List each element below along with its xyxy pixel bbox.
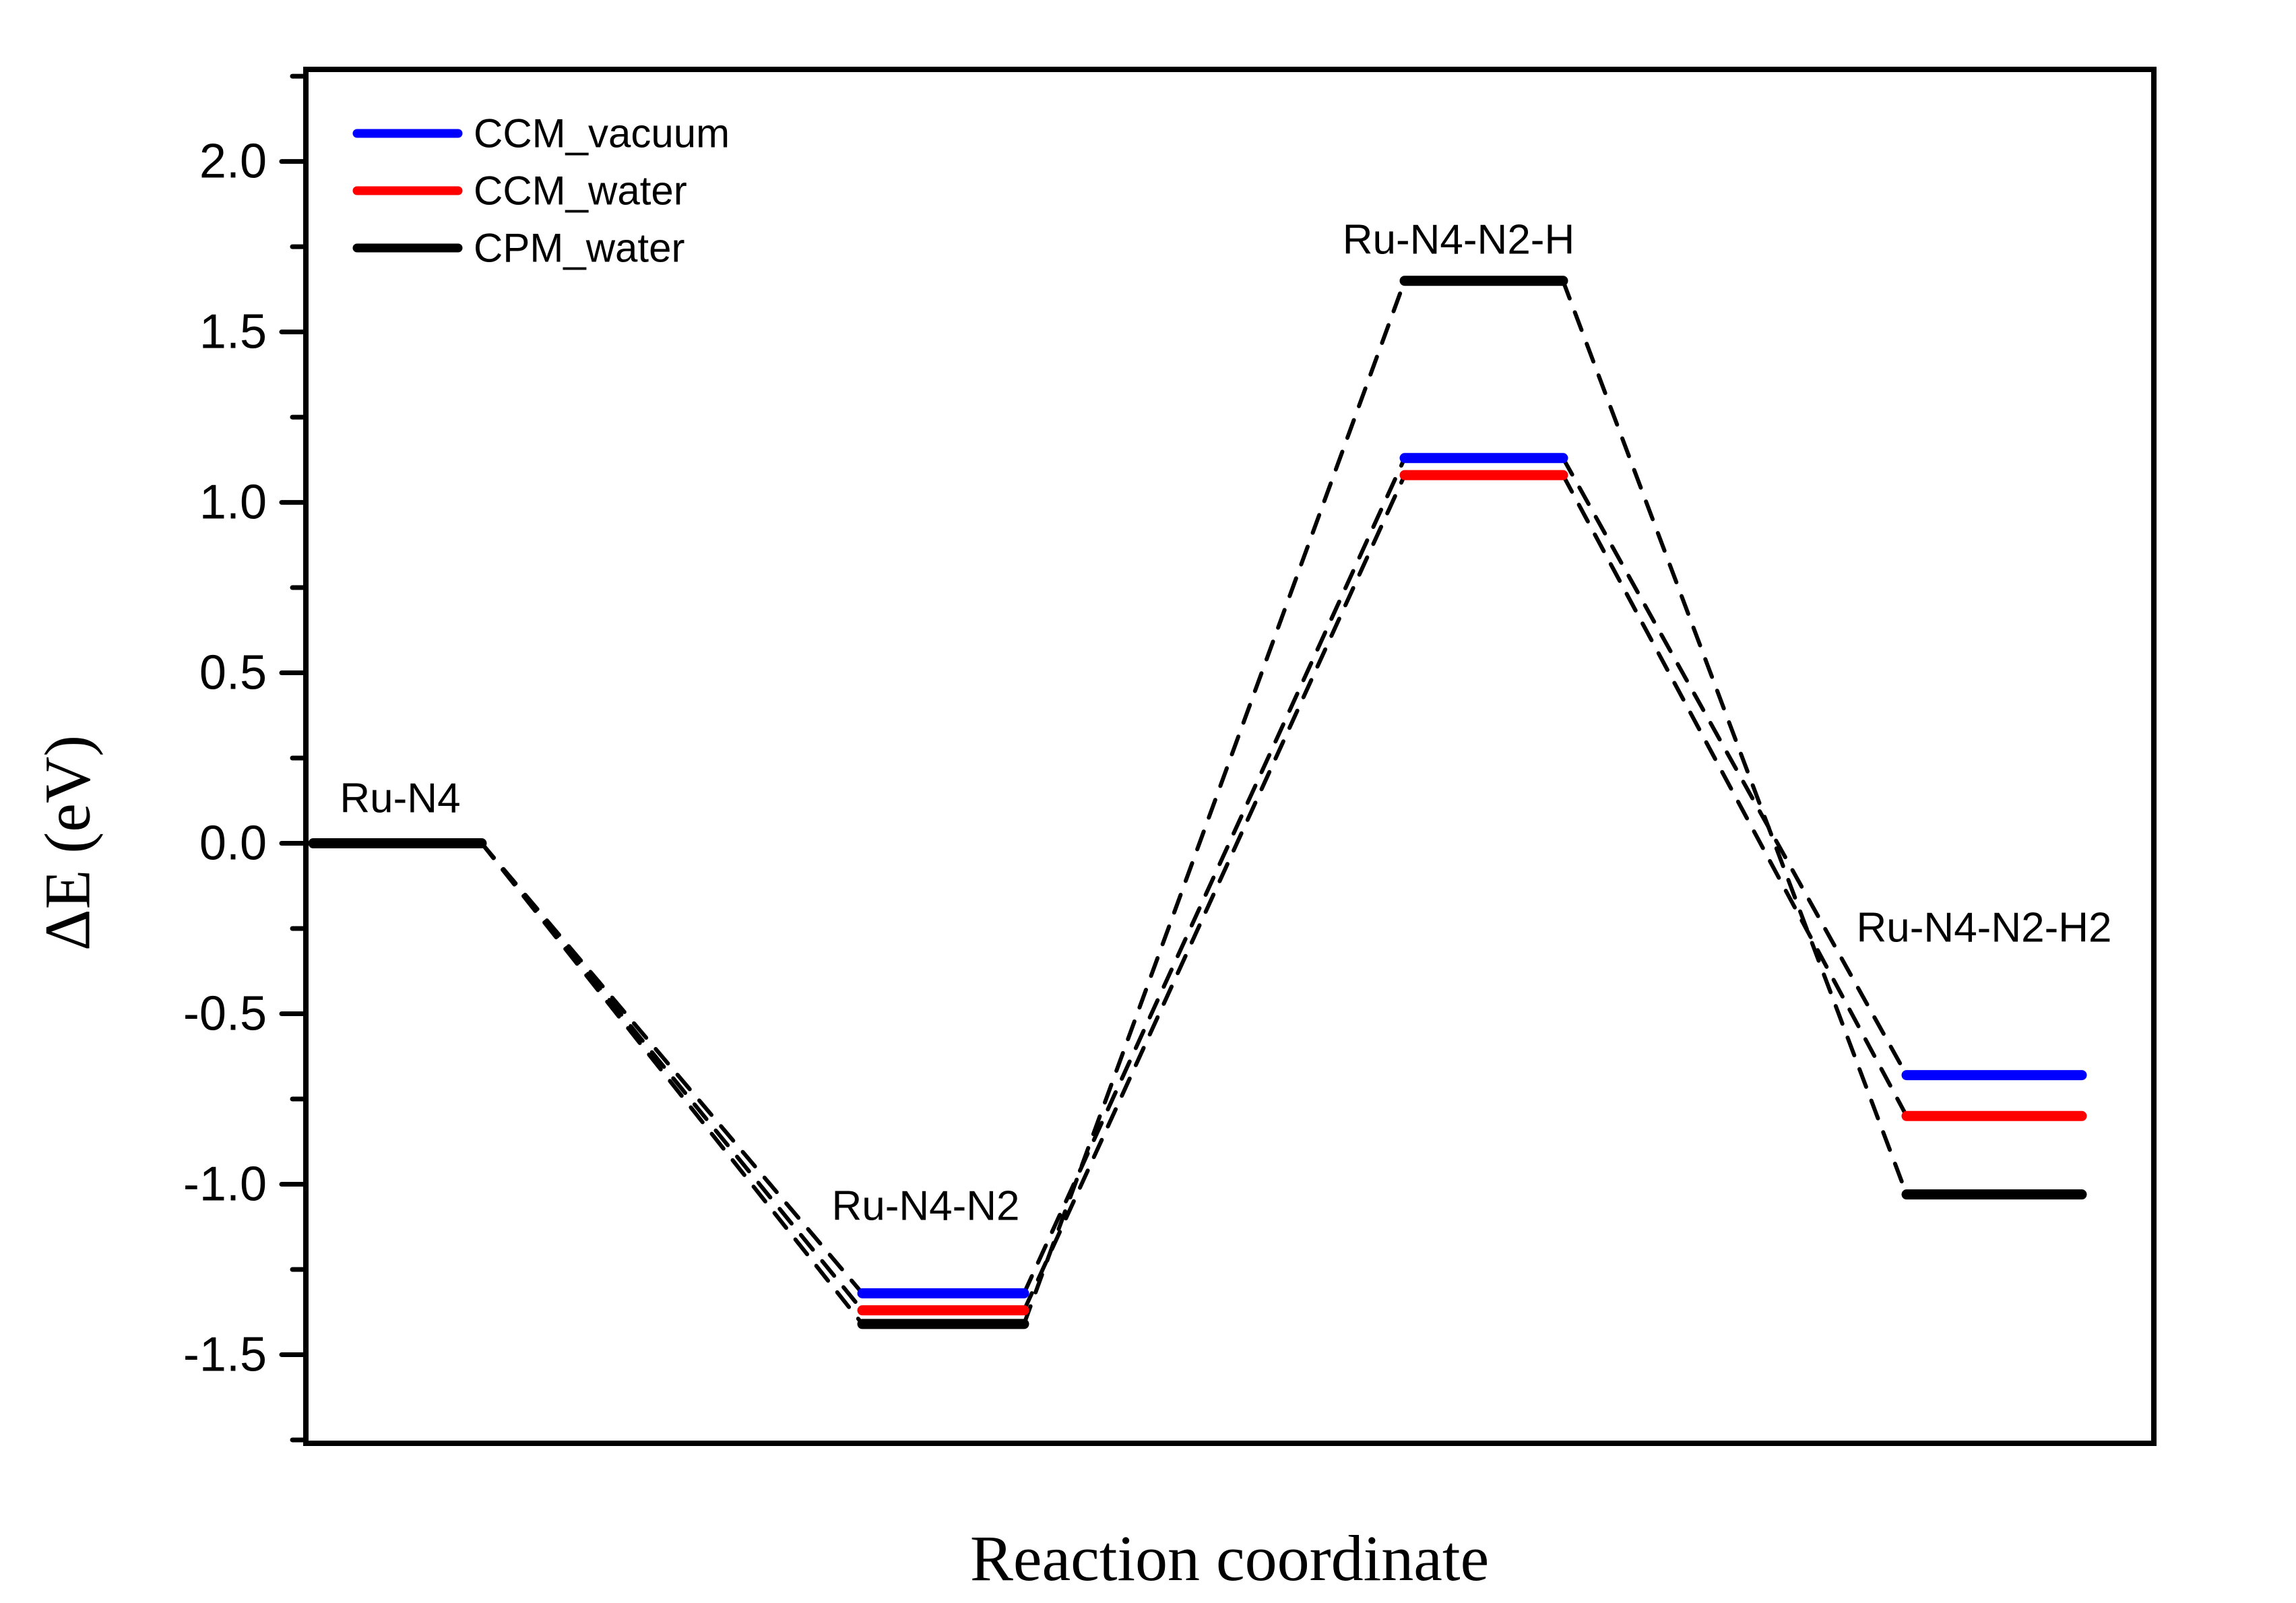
species-label: Ru-N4-N2 <box>831 1183 1019 1230</box>
y-axis-title: ΔE (eV) <box>32 735 104 951</box>
legend-label: CCM_vacuum <box>474 111 730 156</box>
legend-label: CCM_water <box>474 168 687 214</box>
connector-CCM_vacuum <box>1561 455 1909 1077</box>
y-tick-label: -1.5 <box>183 1327 267 1381</box>
x-axis-title: Reaction coordinate <box>970 1522 1489 1594</box>
connector-CPM_water <box>1561 278 1909 1197</box>
connector-CPM_water <box>1022 278 1407 1326</box>
y-axis-ticks <box>279 73 309 1443</box>
y-tick-label: -0.5 <box>183 986 267 1040</box>
connector-CCM_water <box>1561 473 1909 1119</box>
connector-CCM_vacuum <box>1022 455 1407 1296</box>
legend-label: CPM_water <box>474 226 684 271</box>
connector-CCM_water <box>1022 473 1407 1313</box>
connector-CCM_vacuum <box>480 841 864 1296</box>
species-label: Ru-N4-N2-H <box>1343 217 1574 263</box>
y-tick-label: 1.0 <box>199 476 267 530</box>
y-tick-label: 1.5 <box>199 305 267 359</box>
species-label: Ru-N4-N2-H2 <box>1857 905 2112 951</box>
connector-lines <box>480 278 1909 1326</box>
y-axis-tick-labels: 2.0 1.5 1.0 0.5 0.0 -0.5 -1.0 -1.5 <box>183 135 267 1382</box>
connector-CPM_water <box>480 841 864 1326</box>
y-tick-label: 0.5 <box>199 646 267 700</box>
y-tick-label: 0.0 <box>199 817 267 871</box>
y-tick-label: 2.0 <box>199 135 267 189</box>
plot-frame <box>303 67 2157 1446</box>
species-label: Ru-N4 <box>340 776 460 822</box>
y-tick-label: -1.0 <box>183 1157 267 1211</box>
energy-levels <box>308 276 2087 1329</box>
connector-CCM_water <box>480 841 864 1313</box>
